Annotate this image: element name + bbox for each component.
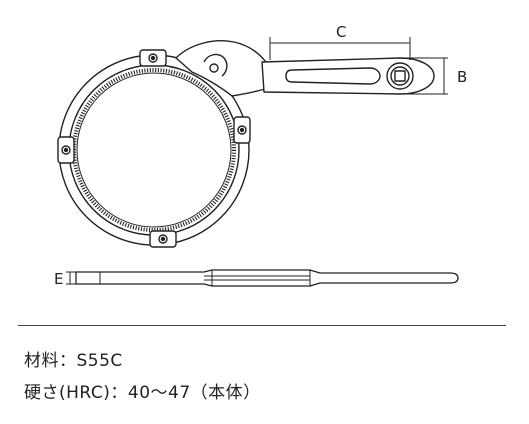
strap-opening bbox=[76, 72, 232, 228]
drive-ring-outer bbox=[386, 62, 414, 90]
handle-slot bbox=[285, 67, 381, 85]
strap-teeth bbox=[72, 68, 236, 232]
rivet-plate-right bbox=[233, 116, 251, 144]
dimension-e bbox=[66, 271, 80, 285]
dimension-c-label: C bbox=[336, 23, 346, 41]
hardness-spec: 硬さ(HRC)：40〜47（本体） bbox=[24, 383, 261, 403]
hook-pin bbox=[209, 63, 219, 73]
drive-ring-inner bbox=[390, 66, 410, 86]
rivet-plate-left bbox=[57, 136, 75, 164]
hook-slot bbox=[203, 53, 228, 77]
strap-band-inner bbox=[68, 64, 240, 236]
dimension-c bbox=[269, 37, 411, 60]
square-drive-hole bbox=[394, 70, 406, 82]
rivet-plate-top-left bbox=[139, 49, 167, 67]
side-strap bbox=[75, 269, 459, 287]
wrench-top-view bbox=[57, 40, 435, 248]
section-divider bbox=[18, 325, 506, 326]
handle-body bbox=[261, 57, 435, 95]
dimension-b bbox=[404, 57, 448, 95]
dimension-e-label: E bbox=[54, 270, 63, 288]
hinge-head bbox=[175, 40, 269, 97]
material-spec: 材料：S55C bbox=[24, 351, 123, 371]
wrench-side-view bbox=[75, 269, 459, 287]
dimension-b-label: B bbox=[457, 68, 467, 86]
rivet-plate-bottom bbox=[149, 230, 177, 248]
